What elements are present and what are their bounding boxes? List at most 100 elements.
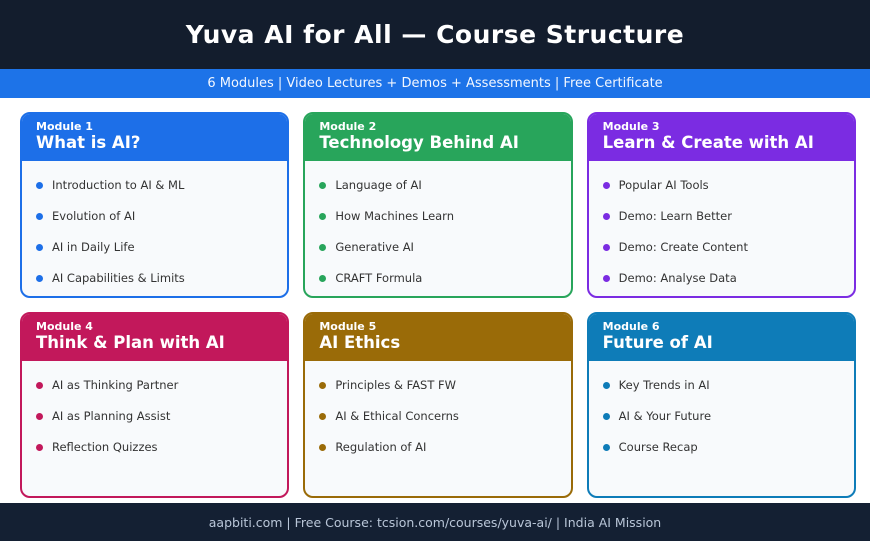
module-card-header: Module 3 Learn & Create with AI [588,114,854,161]
list-item-label: AI Capabilities & Limits [52,270,185,285]
list-item-label: Language of AI [335,177,422,192]
module-label: Module 5 [319,320,377,333]
list-item: Introduction to AI & ML [34,170,275,201]
module-card-header: Module 2 Technology Behind AI [305,114,571,161]
list-item-label: Generative AI [335,239,414,254]
module-topic-list: Popular AI Tools Demo: Learn Better Demo… [589,161,854,296]
bullet-dot-icon [319,274,327,282]
module-label: Module 4 [36,320,93,333]
list-item-label: AI in Daily Life [52,239,135,254]
module-title: Technology Behind AI [319,133,519,152]
list-item-label: Evolution of AI [52,208,136,223]
bullet-dot-icon [36,443,43,451]
module-card-2: Module 2 Technology Behind AI Language o… [303,112,573,298]
list-item: AI & Ethical Concerns [317,401,558,432]
course-info-text: 6 Modules | Video Lectures + Demos + Ass… [207,76,663,91]
module-label: Module 3 [602,120,660,133]
list-item: Principles & FAST FW [317,370,558,401]
list-item: Demo: Create Content [601,232,842,263]
list-item: Key Trends in AI [601,370,842,401]
bullet-dot-icon [36,181,43,189]
module-card-header: Module 6 Future of AI [588,314,854,361]
list-item-label: Introduction to AI & ML [52,177,185,192]
list-item: Language of AI [317,170,558,201]
bullet-dot-icon [602,412,610,420]
module-topic-list: Language of AI How Machines Learn Genera… [305,161,570,296]
list-item: Generative AI [317,232,558,263]
bullet-dot-icon [36,274,43,282]
list-item: Evolution of AI [34,201,275,232]
list-item-label: Demo: Analyse Data [618,270,737,285]
bullet-dot-icon [602,243,610,251]
module-card-6: Module 6 Future of AI Key Trends in AI A… [586,312,856,498]
list-item: AI as Thinking Partner [34,370,275,401]
module-card-5: Module 5 AI Ethics Principles & FAST FW … [303,312,573,498]
module-title: AI Ethics [319,333,401,352]
module-card-header: Module 1 What is AI? [22,114,288,161]
course-info-banner: 6 Modules | Video Lectures + Demos + Ass… [0,69,870,98]
list-item: AI in Daily Life [34,232,275,263]
list-item: Popular AI Tools [601,170,842,201]
page-title: Yuva AI for All — Course Structure [185,20,685,49]
footer-text: aapbiti.com | Free Course: tcsion.com/co… [208,514,662,530]
module-label: Module 1 [36,120,93,133]
bullet-dot-icon [602,181,610,189]
page-header: Yuva AI for All — Course Structure [0,0,870,69]
module-card-4: Module 4 Think & Plan with AI AI as Thin… [20,312,290,498]
list-item-label: AI & Ethical Concerns [335,408,459,423]
module-title: What is AI? [36,133,141,152]
module-title: Think & Plan with AI [36,333,225,352]
list-item: CRAFT Formula [317,263,558,294]
module-card-header: Module 5 AI Ethics [305,314,571,361]
list-item: Demo: Learn Better [601,201,842,232]
module-topic-list: Principles & FAST FW AI & Ethical Concer… [305,361,570,472]
list-item-label: AI as Planning Assist [52,408,171,423]
module-title: Learn & Create with AI [602,133,814,152]
module-card-1: Module 1 What is AI? Introduction to AI … [20,112,290,298]
module-title: Future of AI [602,333,713,352]
module-card-3: Module 3 Learn & Create with AI Popular … [586,112,856,298]
list-item-label: Reflection Quizzes [52,439,158,454]
list-item-label: Course Recap [618,439,698,454]
list-item: Course Recap [601,432,842,463]
list-item: How Machines Learn [317,201,558,232]
list-item: AI & Your Future [601,401,842,432]
list-item: Reflection Quizzes [34,432,275,463]
bullet-dot-icon [319,412,327,420]
modules-grid: Module 1 What is AI? Introduction to AI … [0,98,870,503]
bullet-dot-icon [319,243,327,251]
list-item-label: Demo: Create Content [618,239,748,254]
list-item-label: Demo: Learn Better [618,208,732,223]
list-item-label: Key Trends in AI [618,377,710,392]
list-item: Regulation of AI [317,432,558,463]
module-topic-list: Key Trends in AI AI & Your Future Course… [589,361,854,472]
module-label: Module 6 [602,320,660,333]
bullet-dot-icon [319,212,327,220]
bullet-dot-icon [319,181,327,189]
module-label: Module 2 [319,120,377,133]
list-item: AI Capabilities & Limits [34,263,275,294]
bullet-dot-icon [602,443,610,451]
list-item: AI as Planning Assist [34,401,275,432]
list-item-label: AI & Your Future [618,408,712,423]
list-item-label: AI as Thinking Partner [52,377,179,392]
list-item-label: Principles & FAST FW [335,377,457,392]
bullet-dot-icon [36,412,43,420]
module-topic-list: Introduction to AI & ML Evolution of AI … [22,161,287,296]
module-card-header: Module 4 Think & Plan with AI [22,314,288,361]
bullet-dot-icon [602,274,610,282]
page-footer: aapbiti.com | Free Course: tcsion.com/co… [0,503,870,541]
bullet-dot-icon [319,443,327,451]
list-item: Demo: Analyse Data [601,263,842,294]
list-item-label: How Machines Learn [335,208,455,223]
bullet-dot-icon [319,381,327,389]
bullet-dot-icon [36,243,43,251]
module-topic-list: AI as Thinking Partner AI as Planning As… [22,361,287,472]
bullet-dot-icon [36,212,43,220]
bullet-dot-icon [602,212,610,220]
list-item-label: Regulation of AI [335,439,427,454]
bullet-dot-icon [36,381,43,389]
bullet-dot-icon [602,381,610,389]
list-item-label: CRAFT Formula [335,270,423,285]
